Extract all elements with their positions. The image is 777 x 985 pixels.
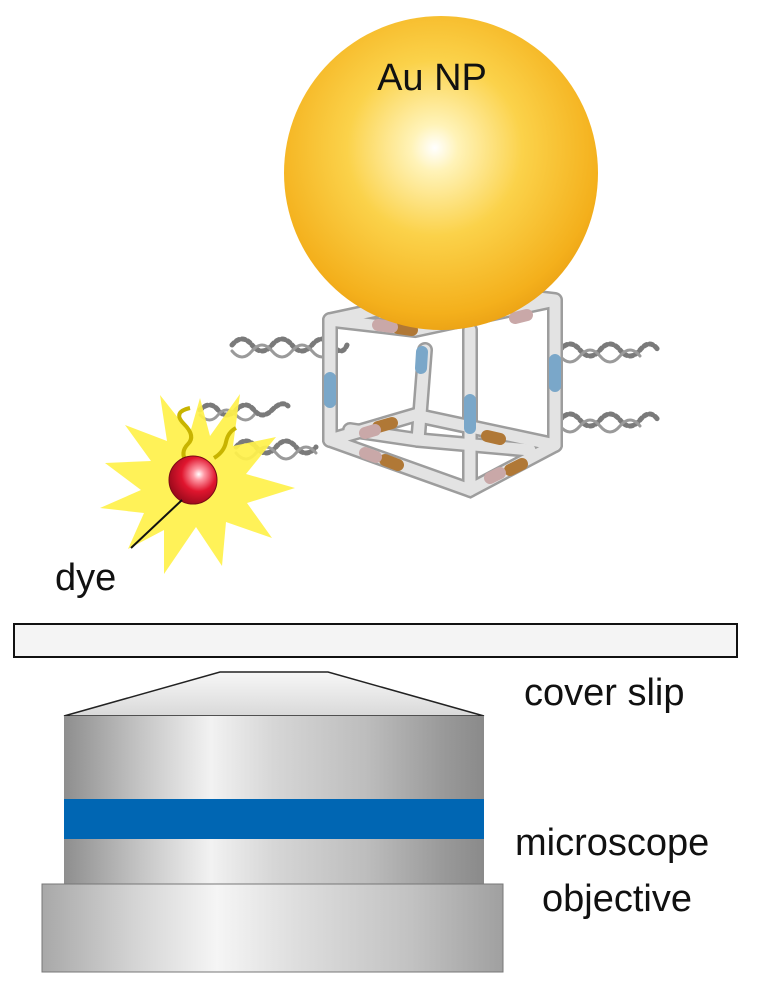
gold-nanoparticle: Au NP bbox=[284, 16, 598, 330]
objective-label-line2: objective bbox=[542, 878, 692, 920]
microscope-objective bbox=[41, 671, 504, 973]
dye-pointer-line bbox=[130, 499, 183, 549]
nanoparticle-label: Au NP bbox=[377, 57, 487, 99]
cover-slip bbox=[13, 623, 738, 658]
dye-linker bbox=[177, 406, 237, 464]
objective-base bbox=[41, 883, 504, 973]
cube-pink-segments bbox=[359, 309, 533, 484]
dye-molecule: dye bbox=[55, 394, 295, 599]
cube-brown-segments bbox=[372, 322, 528, 476]
dna-strand-right-bottom bbox=[557, 411, 661, 434]
cover-slip-label: cover slip bbox=[524, 672, 685, 714]
cube-blue-segments bbox=[324, 346, 561, 434]
dna-strand-right-top bbox=[557, 341, 661, 364]
dna-strand-dye-linker bbox=[197, 401, 291, 422]
dye-sphere bbox=[168, 455, 218, 505]
dye-label: dye bbox=[55, 557, 116, 599]
gold-sphere bbox=[284, 16, 598, 330]
objective-color-band bbox=[64, 799, 484, 839]
objective-label-line1: microscope bbox=[515, 822, 709, 864]
dna-strands bbox=[197, 336, 661, 461]
objective-tip bbox=[63, 671, 485, 717]
